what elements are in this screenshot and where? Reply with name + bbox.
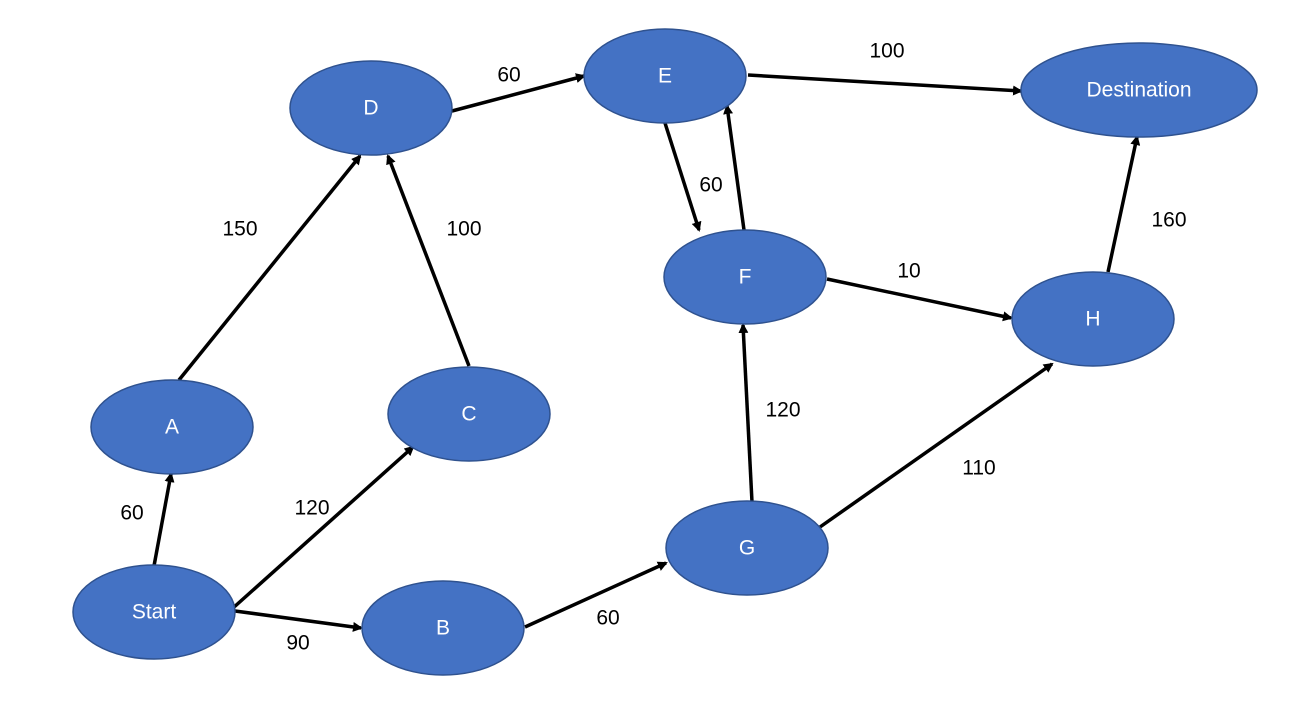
node-d: D	[289, 60, 453, 156]
node-label-a: A	[165, 416, 179, 439]
node-label-d: D	[363, 97, 378, 120]
edge-g-f	[738, 323, 754, 503]
node-shape-c	[387, 366, 551, 462]
node-label-b: B	[436, 617, 450, 640]
node-label-h: H	[1085, 308, 1100, 331]
node-shape-f	[663, 229, 827, 325]
node-label-g: G	[739, 537, 755, 560]
edge-g-h	[818, 362, 1054, 529]
node-shape-h	[1011, 271, 1175, 367]
node-label-destination: Destination	[1086, 79, 1191, 102]
node-shape-b	[361, 580, 525, 676]
edge-f-e	[723, 104, 746, 231]
edge-a-d	[177, 154, 362, 382]
edge-weight-start-c: 120	[294, 497, 329, 520]
node-h: H	[1011, 271, 1175, 367]
node-shape-destination	[1020, 42, 1258, 138]
node-shape-g	[665, 500, 829, 596]
node-e: E	[583, 28, 747, 124]
node-shape-a	[90, 379, 254, 475]
node-g: G	[665, 500, 829, 596]
edge-weight-e-destination: 100	[869, 40, 904, 63]
edge-weight-c-d: 100	[446, 218, 481, 241]
edge-weight-e-f: 60	[699, 174, 722, 197]
node-a: A	[90, 379, 254, 475]
edges-layer	[152, 73, 1141, 632]
edge-h-destination	[1106, 135, 1141, 273]
node-f: F	[663, 229, 827, 325]
edge-weight-g-h: 110	[962, 457, 995, 480]
edge-e-f	[663, 122, 702, 232]
node-shape-start	[72, 564, 236, 660]
edge-start-b	[234, 609, 363, 632]
node-b: B	[361, 580, 525, 676]
edge-d-e	[451, 73, 586, 113]
edge-weight-b-g: 60	[596, 607, 619, 630]
edge-weight-f-h: 10	[897, 260, 920, 283]
node-shape-d	[289, 60, 453, 156]
node-label-c: C	[461, 403, 476, 426]
edge-weight-g-f: 120	[765, 399, 800, 422]
edge-weight-a-d: 150	[222, 218, 257, 241]
node-label-f: F	[739, 266, 752, 289]
edge-e-destination	[747, 73, 1023, 96]
node-label-start: Start	[132, 601, 177, 624]
edge-weight-d-e: 60	[497, 64, 520, 87]
edge-start-a	[152, 472, 175, 567]
edge-c-d	[386, 154, 471, 367]
edge-weight-start-b: 90	[286, 632, 309, 655]
node-shape-e	[583, 28, 747, 124]
edge-labels-layer: 60 120 90 150 100 60 100 60 10 60 120 110 160	[120, 40, 1186, 655]
nodes-layer: Start A B C D E F G H Destination	[72, 28, 1258, 676]
node-start: Start	[72, 564, 236, 660]
edge-b-g	[524, 561, 668, 629]
edge-start-c	[231, 445, 415, 610]
node-destination: Destination	[1020, 42, 1258, 138]
node-label-e: E	[658, 65, 672, 88]
edge-weight-start-a: 60	[120, 502, 143, 525]
node-c: C	[387, 366, 551, 462]
edge-weight-h-destination: 160	[1151, 209, 1186, 232]
edge-f-h	[826, 277, 1013, 322]
